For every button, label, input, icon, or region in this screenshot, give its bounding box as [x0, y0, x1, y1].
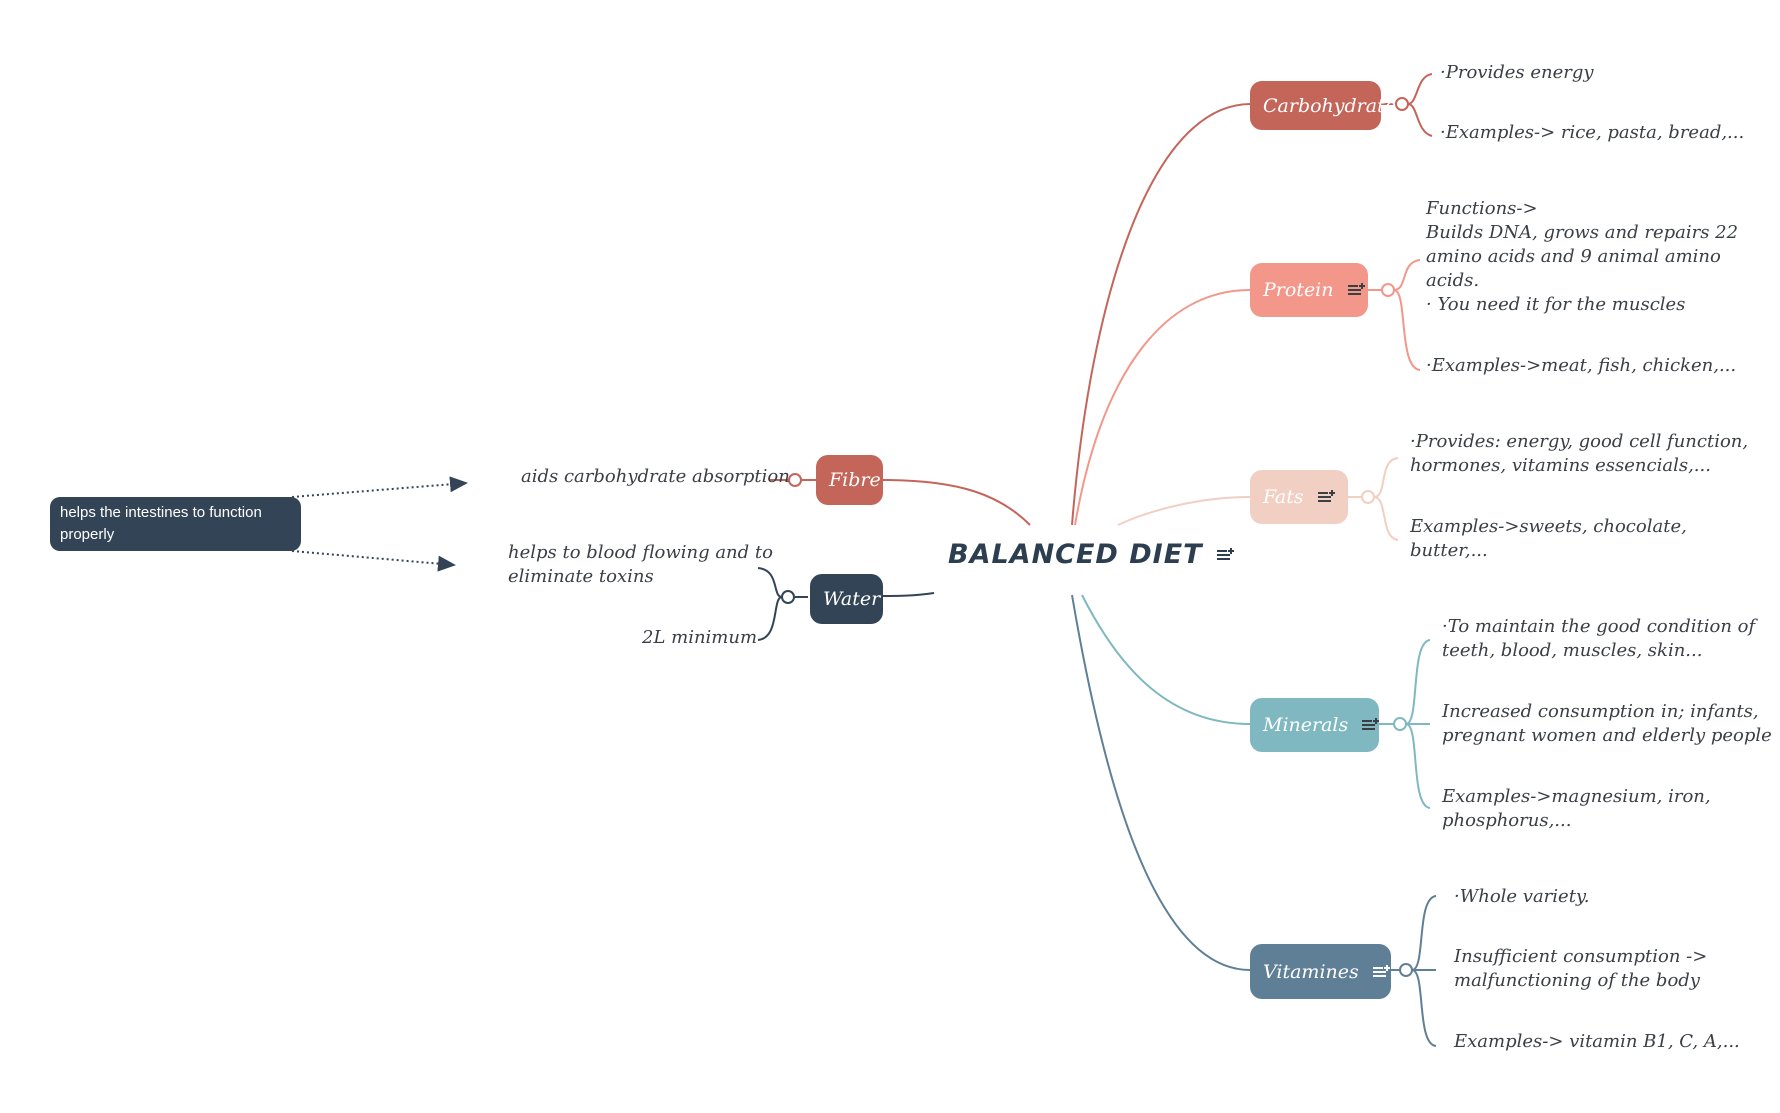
topic-fats-label: Fats: [1263, 486, 1304, 508]
topic-minerals-label: Minerals: [1263, 714, 1349, 736]
topic-fats[interactable]: Fats: [1250, 470, 1348, 524]
leaf-water-2[interactable]: 2L minimum: [642, 627, 758, 648]
topic-fibre[interactable]: Fibre: [816, 455, 883, 505]
leaf-minerals-1[interactable]: ·To maintain the good condition of teeth…: [1442, 616, 1756, 661]
leaf-fibre-1[interactable]: aids carbohydrate absorption: [521, 466, 790, 487]
leaf-protein-1[interactable]: Functions-> Builds DNA, grows and repair…: [1426, 198, 1739, 315]
connector-minerals: [1081, 594, 1251, 725]
topic-protein-label: Protein: [1263, 279, 1334, 301]
callout-arrow-water: [291, 550, 456, 572]
connector-water: [879, 592, 935, 597]
leaf-vitamines-3[interactable]: Examples-> vitamin B1, C, A,...: [1454, 1031, 1740, 1052]
leaf-carbohydrate-2[interactable]: ·Examples-> rice, pasta, bread,...: [1440, 122, 1745, 143]
topic-carbohydrate-label: Carbohydrate: [1263, 94, 1396, 117]
note-icon[interactable]: [1317, 489, 1336, 505]
topic-water[interactable]: Water: [810, 574, 883, 624]
central-topic[interactable]: BALANCED DIET: [948, 539, 1235, 570]
leaf-carbohydrate-1[interactable]: ·Provides energy: [1440, 62, 1594, 83]
topic-minerals[interactable]: Minerals: [1250, 698, 1380, 752]
leaf-vitamines-1[interactable]: ·Whole variety.: [1454, 886, 1590, 907]
topic-carbohydrate[interactable]: Carbohydrate: [1250, 81, 1396, 130]
topic-vitamines[interactable]: Vitamines: [1250, 944, 1391, 999]
topic-water-label: Water: [823, 588, 881, 610]
callout-note[interactable]: helps the intestines to function properl…: [50, 497, 301, 551]
leaf-minerals-2[interactable]: Increased consumption in; infants, pregn…: [1442, 701, 1772, 746]
leaf-water-1[interactable]: helps to blood flowing and to eliminate …: [508, 542, 773, 587]
topic-fibre-label: Fibre: [829, 469, 881, 491]
leaf-protein-2[interactable]: ·Examples->meat, fish, chicken,...: [1426, 355, 1737, 376]
note-icon[interactable]: [1362, 717, 1380, 733]
note-icon[interactable]: [1347, 282, 1366, 298]
connector-protein: [1074, 289, 1251, 526]
connector-carbohydrate: [1071, 103, 1251, 526]
note-icon[interactable]: [1372, 964, 1391, 980]
connector-fibre: [881, 479, 1031, 526]
topic-vitamines-label: Vitamines: [1263, 960, 1359, 983]
note-icon[interactable]: [1216, 547, 1235, 563]
leaf-fats-1[interactable]: ·Provides: energy, good cell function, h…: [1410, 431, 1749, 476]
connector-vitamines: [1071, 594, 1251, 971]
leaf-minerals-3[interactable]: Examples->magnesium, iron, phosphorus,..…: [1442, 786, 1711, 831]
leaf-vitamines-2[interactable]: Insufficient consumption -> malfunctioni…: [1454, 946, 1708, 991]
callout-arrow-fibre: [291, 476, 468, 498]
central-topic-label: BALANCED DIET: [948, 539, 1203, 570]
callout-text: helps the intestines to function properl…: [60, 504, 262, 543]
topic-protein[interactable]: Protein: [1250, 263, 1368, 317]
connector-fats: [1117, 496, 1251, 526]
leaf-fats-2[interactable]: Examples->sweets, chocolate, butter,...: [1410, 516, 1687, 561]
